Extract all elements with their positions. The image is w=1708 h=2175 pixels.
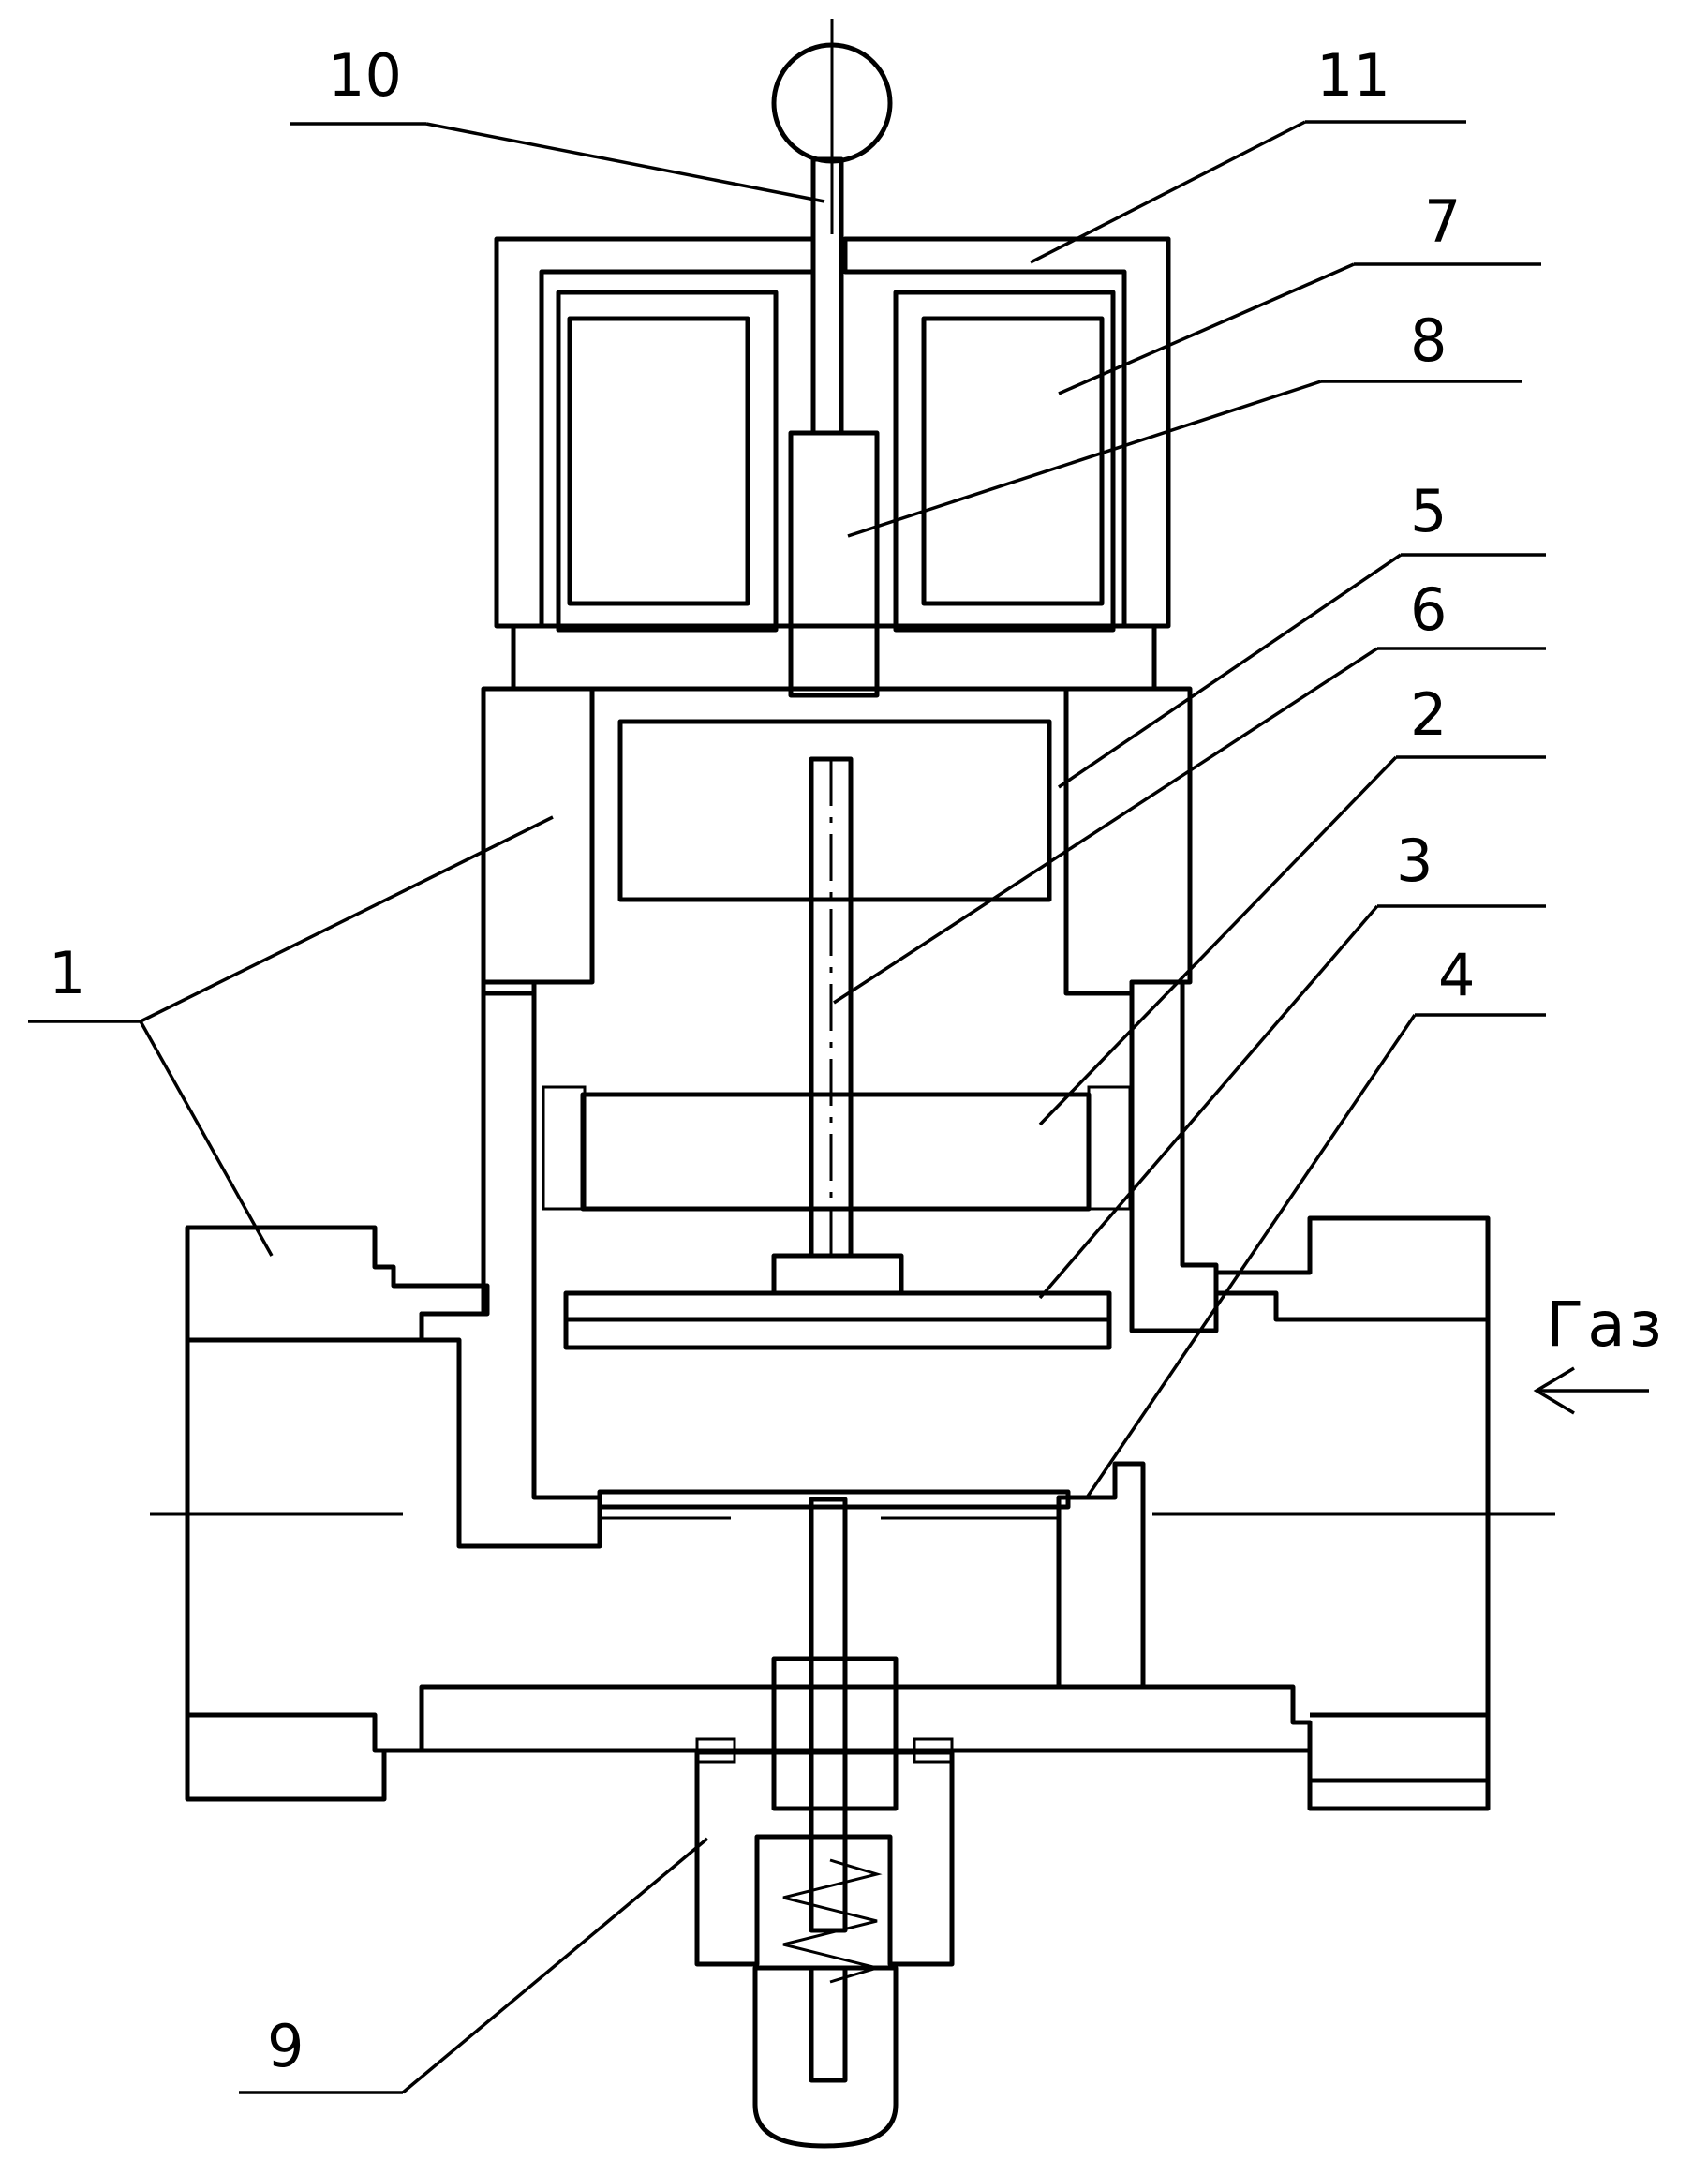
label-6: 6 [1410,575,1447,644]
label-8: 8 [1410,306,1447,375]
core-8 [788,430,880,698]
label-9: 9 [267,2012,304,2080]
armature-5 [617,719,1052,902]
label-1: 1 [49,939,85,1007]
piston-2 [580,1092,1092,1212]
label-2: 2 [1410,680,1447,749]
stem-6 [809,756,854,1259]
label-3: 3 [1396,827,1433,895]
leader-lines [28,120,1546,2094]
centre-lines [150,19,1555,1516]
coil-7-right [893,290,1116,633]
valve-plate-3 [563,1253,1112,1350]
label-11: 11 [1316,41,1390,110]
label-5: 5 [1410,477,1447,545]
gas-flow-arrow [1533,1366,1649,1415]
body-part-1 [419,686,1219,1690]
label-10: 10 [328,41,402,110]
gas-flow-label: Газ [1546,1289,1666,1361]
coil-7-left [556,290,779,633]
valve-body-pipe [185,1215,1491,1811]
label-4: 4 [1438,941,1475,1009]
label-7: 7 [1424,187,1461,256]
reset-mechanism-9 [694,1497,955,2149]
seat-4 [597,1489,1071,1520]
